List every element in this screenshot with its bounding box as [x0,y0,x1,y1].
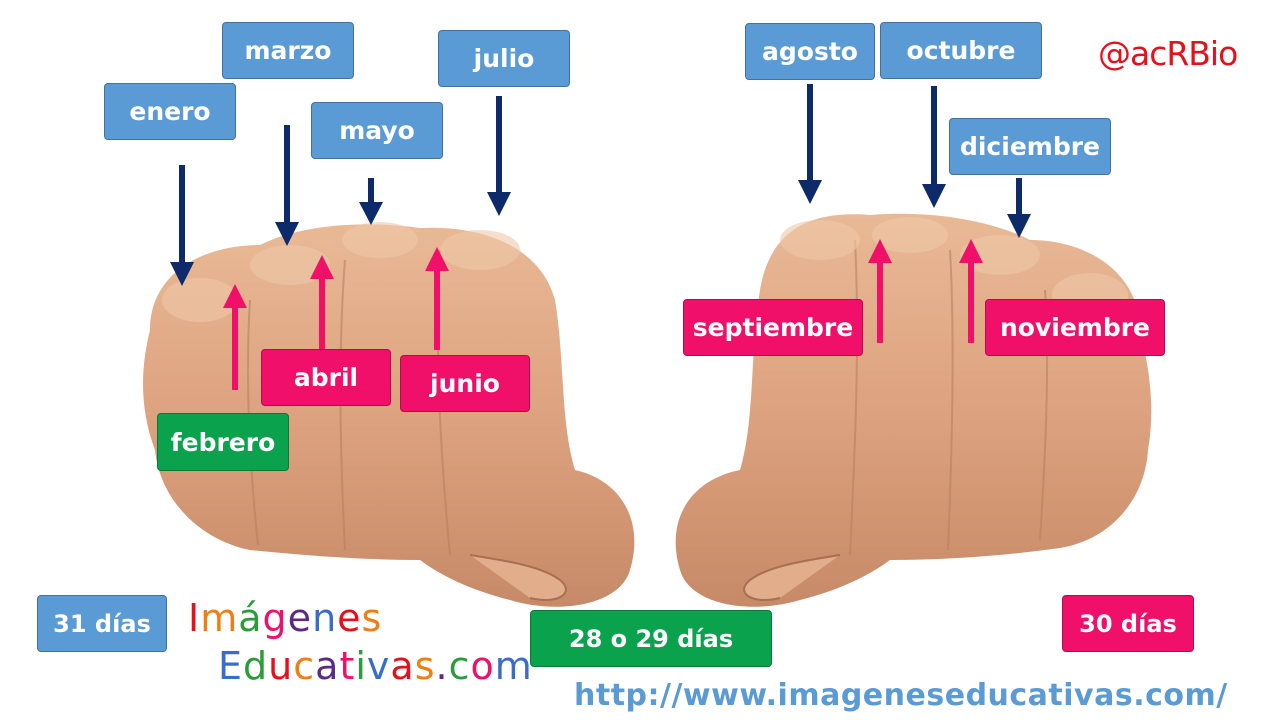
month-label-abril: abril [261,349,391,406]
arrow-up-febrero [223,284,247,390]
month-label-febrero: febrero [157,413,289,471]
arrow-up-junio [425,247,449,350]
month-label-noviembre: noviembre [985,299,1165,356]
arrow-down-marzo [275,125,299,246]
arrow-down-agosto [798,84,822,204]
month-label-octubre: octubre [880,22,1042,79]
legend-31-days: 31 días [37,595,167,652]
arrow-down-mayo [359,178,383,225]
month-label-enero: enero [104,83,236,140]
right-fist-image [675,213,1152,607]
month-label-mayo: mayo [311,102,443,159]
website-url[interactable]: http://www.imageneseducativas.com/ [574,678,1228,713]
legend-28-29-days: 28 o 29 días [530,610,772,667]
arrow-down-octubre [922,86,946,208]
month-label-agosto: agosto [745,23,875,80]
month-label-septiembre: septiembre [683,299,863,356]
month-label-diciembre: diciembre [949,118,1111,175]
arrow-up-noviembre [959,239,983,343]
arrow-up-septiembre [868,239,892,343]
legend-30-days: 30 días [1062,595,1194,652]
brand-logo-line1: Imágenes [188,596,383,640]
arrow-down-julio [487,96,511,216]
arrow-up-abril [310,255,334,350]
brand-logo-line2: Educativas.com [218,644,533,688]
author-watermark: @acRBio [1098,34,1238,73]
left-fist-image [143,222,635,607]
arrow-down-diciembre [1007,178,1031,238]
month-label-junio: junio [400,355,530,412]
month-label-julio: julio [438,30,570,87]
arrow-down-enero [170,165,194,286]
month-label-marzo: marzo [222,22,354,79]
